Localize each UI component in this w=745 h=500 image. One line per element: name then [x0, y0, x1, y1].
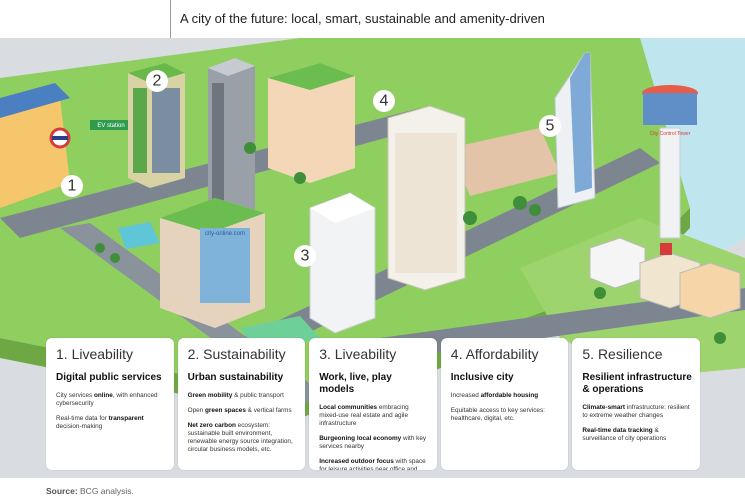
control-tower-sign: City Control Tower: [650, 131, 691, 137]
card-item-text: Real-time data tracking: [582, 427, 653, 434]
card-item-text: online: [94, 392, 113, 399]
card-item-text: infrastructure: resilient to extreme wea…: [582, 404, 690, 419]
marker-4: 4: [373, 90, 395, 112]
card-subtitle: Inclusive city: [450, 372, 514, 383]
hospital-cross-icon: [660, 243, 672, 255]
card-item: Climate-smart infrastructure: resilient …: [582, 404, 692, 420]
card-item: Net zero carbon ecosystem: sustainable b…: [188, 422, 298, 454]
card-item: Equitable access to key services: health…: [451, 407, 561, 423]
city-illustration-svg: EV station city-online.com: [0, 38, 745, 478]
card-item-text: Burgeoning local economy: [319, 435, 402, 442]
header: A city of the future: local, smart, sust…: [0, 0, 745, 38]
svg-text:1: 1: [68, 178, 77, 195]
station-facade: [0, 98, 70, 208]
farm-green-wall: [133, 88, 147, 173]
pool: [118, 222, 160, 249]
svg-text:2: 2: [153, 73, 162, 90]
station-sign-label: EV station: [97, 123, 124, 129]
online-building-roof: [160, 198, 265, 233]
marker-5: 5: [539, 115, 561, 137]
card-item-text: decision-making: [56, 423, 103, 430]
card-item: Real-time data for transparent decision-…: [56, 415, 166, 431]
svg-text:3: 3: [301, 248, 310, 265]
control-tower-shaft: [659, 127, 681, 239]
card-item: City services online, with enhanced cybe…: [56, 392, 166, 408]
card-item-text: & surveillance of city operations: [582, 427, 667, 442]
building-control-tower: City Control Tower: [642, 85, 698, 239]
houses: [589, 237, 741, 319]
card-subtitle: Work, live, play models: [319, 372, 392, 395]
source-label: Source:: [46, 486, 78, 496]
svg-text:5: 5: [546, 118, 555, 135]
control-tower-cabin: [643, 93, 697, 125]
grey-tower-roof: [208, 58, 255, 76]
source-text: BCG analysis.: [77, 486, 134, 496]
card-subtitle: Urban sustainability: [187, 372, 284, 383]
card-item: Real-time data tracking & surveillance o…: [582, 427, 692, 443]
city-illustration: EV station city-online.com: [0, 38, 745, 478]
card-item-text: with key services nearby: [319, 435, 427, 450]
station-solar-roof: [0, 83, 70, 118]
card-item: Green mobility & public transport: [188, 392, 298, 400]
card-item-text: & vertical farms: [245, 407, 292, 414]
card-item: Increased outdoor focus with space for l…: [319, 458, 429, 470]
card-affordability: 4. Affordability Inclusive city Increase…: [440, 338, 569, 470]
source-note: Source: BCG analysis.: [46, 486, 134, 496]
page-title: A city of the future: local, smart, sust…: [180, 11, 545, 26]
card-item: Local communities embracing mixed-use re…: [319, 404, 429, 428]
building-city-online: city-online.com: [160, 198, 265, 328]
card-item-text: Increased: [450, 392, 481, 399]
card-item-text: & public transport: [232, 392, 284, 399]
farm-windows: [152, 88, 180, 173]
card-subtitle: Resilient infrastructure & operations: [582, 372, 692, 395]
card-item: Burgeoning local economy with key servic…: [319, 435, 429, 451]
building-sail-tower: [554, 52, 596, 209]
card-item-text: City services: [56, 392, 94, 399]
card-item: Increased affordable housing: [451, 392, 561, 400]
card-item-text: ecosystem: sustainable built environment…: [187, 422, 293, 453]
marker-3: 3: [294, 245, 316, 267]
card-item-text: green spaces: [205, 407, 246, 414]
title-divider: [170, 0, 171, 38]
building-live-work: [268, 63, 466, 291]
card-item-text: Green mobility: [187, 392, 233, 399]
online-building-glass: [200, 228, 250, 303]
building-white-residential: [309, 192, 376, 334]
card-item-text: Net zero carbon: [187, 422, 236, 429]
card-item-text: Increased outdoor focus: [319, 458, 394, 465]
card-title: 5. Resilience: [582, 346, 663, 362]
card-item-text: Climate-smart: [582, 404, 625, 411]
card-item-text: transparent: [108, 415, 144, 422]
trees: [95, 142, 726, 344]
svg-text:4: 4: [380, 93, 389, 110]
card-item-text: Real-time data for: [56, 415, 109, 422]
card-item-text: embracing mixed-use real estate and agil…: [319, 404, 409, 427]
card-title: 4. Affordability: [450, 346, 539, 362]
card-item-text: affordable housing: [480, 392, 539, 399]
live-work-upper: [268, 63, 355, 183]
card-item-text: with space for leisure activities near o…: [319, 458, 426, 470]
card-title: 2. Sustainability: [187, 346, 286, 362]
marker-1: 1: [61, 175, 83, 197]
card-title: 3. Liveability: [319, 346, 397, 362]
card-item-text: , with enhanced cybersecurity: [56, 392, 158, 407]
card-item-text: Open: [187, 407, 206, 414]
live-work-roof: [268, 63, 355, 90]
building-station: EV station: [0, 83, 132, 208]
card-item-text: Equitable access to key services: health…: [450, 407, 545, 422]
info-cards: 1. Liveability Digital public services C…: [46, 338, 700, 470]
plaza: [450, 128, 560, 196]
marker-2: 2: [146, 70, 168, 92]
online-building-sign: city-online.com: [205, 231, 245, 237]
card-liveability-digital: 1. Liveability Digital public services C…: [46, 338, 174, 470]
card-resilience: 5. Resilience Resilient infrastructure &…: [572, 338, 700, 470]
card-subtitle: Digital public services: [56, 372, 162, 383]
card-liveability-work-live-play: 3. Liveability Work, live, play models L…: [309, 338, 437, 470]
building-grey-tower: [208, 58, 255, 238]
card-sustainability: 2. Sustainability Urban sustainability G…: [177, 338, 306, 470]
card-title: 1. Liveability: [56, 346, 134, 362]
card-item-text: Local communities: [319, 404, 378, 411]
station-sign: [90, 120, 132, 130]
card-item: Open green spaces & vertical farms: [188, 407, 298, 415]
